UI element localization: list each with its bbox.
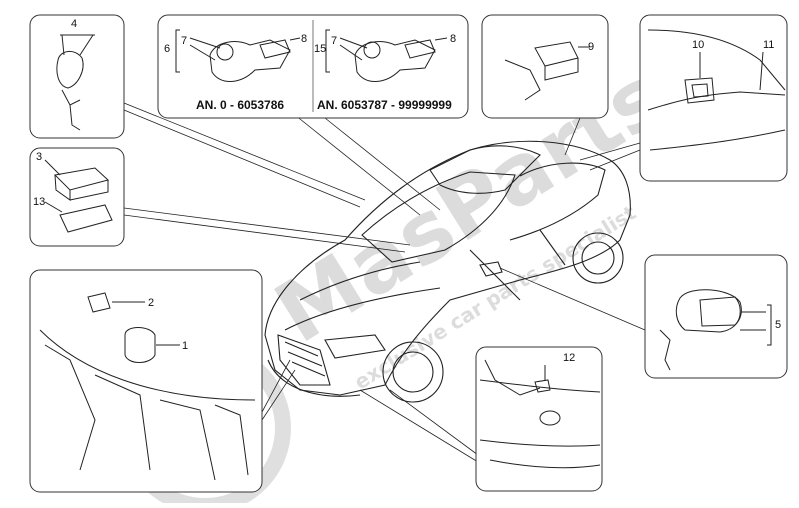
applicability-range-right: AN. 6053787 - 99999999 [317,98,452,112]
callout-9: 9 [588,41,594,53]
callout-12: 12 [563,352,575,364]
callout-1: 1 [182,340,188,352]
callout-10: 10 [692,39,704,51]
callout-8-right: 8 [450,33,456,45]
callout-5: 5 [775,319,781,331]
panel-radar-1-2: 2 1 [29,269,263,493]
panel-sensor-4: 4 [29,14,125,139]
callout-6: 6 [164,43,170,55]
callout-11: 11 [763,39,774,51]
panel-camera-variants: 6 7 8 15 7 8 AN. 0 - 6053786 AN. 6053787… [157,14,469,119]
panel-sensor-12: 12 [475,346,603,492]
leader-lines [123,102,646,463]
panel-module-9: 9 [481,14,609,119]
callout-4: 4 [71,18,77,30]
callout-7-right: 7 [331,35,337,47]
panel-mirror-5: 5 [644,254,788,379]
vehicle-drawing [264,140,631,403]
callout-2: 2 [148,297,154,309]
callout-3: 3 [36,151,42,163]
callout-8-left: 8 [301,33,307,45]
callout-15: 15 [314,43,326,55]
callout-13: 13 [33,196,45,208]
applicability-range-left: AN. 0 - 6053786 [196,98,284,112]
callout-7-left: 7 [181,35,187,47]
panel-module-3-13: 3 13 [29,147,125,247]
panel-sensor-10-11: 10 11 [639,14,788,182]
